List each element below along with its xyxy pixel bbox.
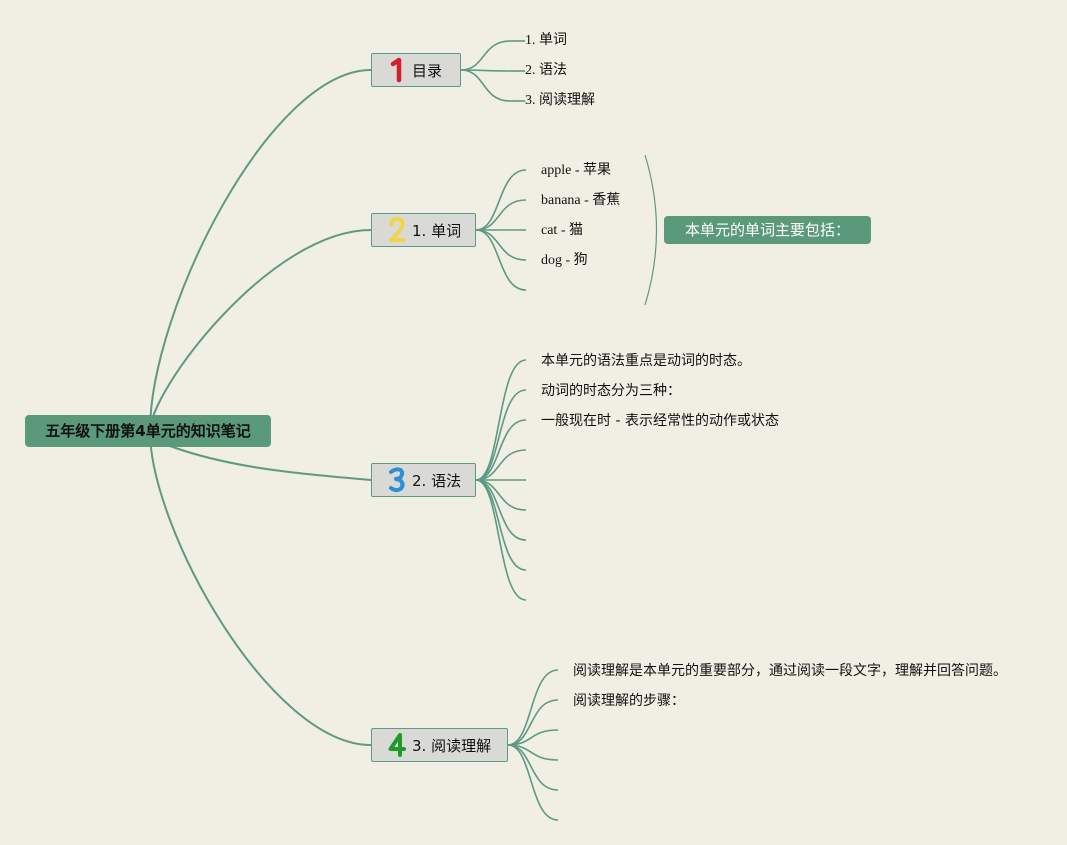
branch-connector — [475, 359, 527, 481]
root-connector — [149, 229, 372, 432]
number-2-icon — [388, 217, 406, 243]
leaf-vocab-4[interactable]: dog - 狗 — [541, 253, 588, 268]
branch-connector — [475, 479, 527, 571]
branch-connector — [475, 389, 527, 481]
branch-connector — [475, 419, 527, 481]
branch-connector — [475, 229, 527, 261]
root-node[interactable]: 五年级下册第4单元的知识笔记 — [25, 415, 271, 447]
root-connector — [149, 430, 372, 746]
summary-brace — [644, 154, 658, 306]
leaf-grammar-2[interactable]: 动词的时态分为三种： — [541, 383, 681, 399]
branch-connector — [475, 479, 527, 601]
leaf-contents-2[interactable]: 2. 语法 — [525, 63, 567, 78]
vocabulary-summary-node[interactable]: 本单元的单词主要包括： — [664, 216, 871, 244]
topic-label: 2. 语法 — [412, 471, 462, 490]
leaf-vocab-3[interactable]: cat - 猫 — [541, 223, 583, 238]
branch-connector — [507, 744, 559, 821]
number-1-icon — [388, 57, 406, 83]
root-label: 五年级下册第4单元的知识笔记 — [45, 422, 251, 440]
leaf-grammar-3[interactable]: 一般现在时 - 表示经常性的动作或状态 — [541, 413, 779, 429]
branch-connector — [475, 199, 527, 231]
leaf-contents-1[interactable]: 1. 单词 — [525, 33, 567, 48]
branch-connector — [475, 449, 527, 481]
branch-connector — [475, 229, 527, 291]
leaf-reading-2[interactable]: 阅读理解的步骤： — [573, 693, 685, 709]
leaf-reading-1[interactable]: 阅读理解是本单元的重要部分，通过阅读一段文字，理解并回答问题。 — [573, 663, 1007, 679]
topic-node-grammar[interactable]: 2. 语法 — [371, 463, 476, 497]
leaf-vocab-2[interactable]: banana - 香蕉 — [541, 193, 621, 208]
leaf-grammar-1[interactable]: 本单元的语法重点是动词的时态。 — [541, 353, 751, 369]
topic-node-reading[interactable]: 3. 阅读理解 — [371, 728, 508, 762]
topic-label: 目录 — [412, 61, 443, 80]
topic-label: 3. 阅读理解 — [412, 736, 492, 755]
branch-connector — [507, 744, 559, 791]
branch-connector — [460, 40, 511, 71]
branch-connector — [507, 699, 559, 746]
leaf-vocab-1[interactable]: apple - 苹果 — [541, 163, 611, 178]
number-3-icon — [388, 467, 406, 493]
summary-label: 本单元的单词主要包括： — [684, 221, 850, 239]
branch-connector — [507, 669, 559, 746]
leaf-contents-3[interactable]: 3. 阅读理解 — [525, 93, 595, 108]
number-4-icon — [388, 732, 406, 758]
root-connector — [149, 69, 372, 432]
root-connector — [169, 445, 372, 481]
topic-node-contents[interactable]: 目录 — [371, 53, 461, 87]
branch-connector — [475, 169, 527, 231]
topic-node-vocabulary[interactable]: 1. 单词 — [371, 213, 476, 247]
topic-label: 1. 单词 — [412, 221, 462, 240]
branch-connector — [460, 69, 511, 102]
